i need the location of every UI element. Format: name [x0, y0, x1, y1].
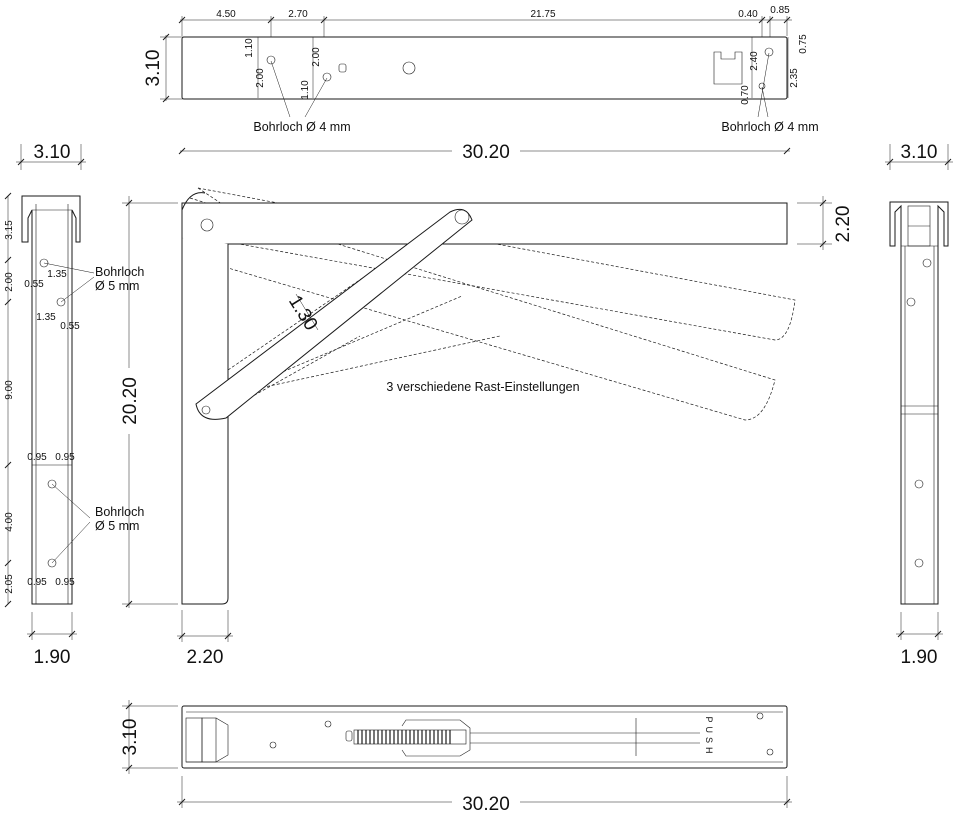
- dim-2-00-a: 2.00: [255, 68, 266, 88]
- dim-4-50: 4.50: [216, 9, 236, 20]
- bottom-outline: [181, 705, 788, 769]
- dim-2-35: 2.35: [789, 68, 800, 88]
- dim-1-35-a: 1.35: [47, 269, 67, 280]
- dim-0-95-b: 0.95: [55, 452, 75, 463]
- left-side-view: 3.10 3.15 2.00 9.00 4.00 2.05 1.35 0.55 …: [4, 142, 144, 668]
- dim-9-00: 9.00: [4, 380, 15, 400]
- slot: [338, 63, 347, 73]
- dim-0-95-c: 0.95: [27, 577, 47, 588]
- hole-center: [402, 61, 416, 75]
- pivot-top: [200, 218, 214, 232]
- dim-2-05: 2.05: [4, 574, 15, 594]
- label-bohrloch-4mm-right: Bohrloch Ø 4 mm: [721, 120, 818, 134]
- dim-3-15: 3.15: [4, 220, 15, 240]
- dim-2-70: 2.70: [288, 9, 308, 20]
- push-label: PUSH: [704, 716, 714, 757]
- dim-0-55-a: 0.55: [24, 279, 44, 290]
- dim-right-top-width: 3.10: [901, 142, 938, 163]
- label-bohrloch-5mm-1a: Bohrloch: [95, 265, 144, 279]
- dim-right-bottom-width: 1.90: [901, 647, 938, 668]
- dim-0-40: 0.40: [738, 9, 758, 20]
- dim-1-35-b: 1.35: [36, 312, 56, 323]
- latch-cutout: [713, 51, 743, 85]
- dim-left-top-width: 3.10: [34, 142, 71, 163]
- note-rast-einstellungen: 3 verschiedene Rast-Einstellungen: [386, 380, 579, 394]
- dim-0-95-d: 0.95: [55, 577, 75, 588]
- dim-bottom-height: 3.10: [120, 719, 141, 756]
- hole-right-2: [758, 82, 766, 90]
- dim-2-40: 2.40: [749, 51, 760, 71]
- dim-4-00: 4.00: [4, 512, 15, 532]
- alt-position-1: [197, 187, 796, 341]
- dim-top-height: 3.10: [143, 50, 164, 87]
- dim-bottom-width: 30.20: [462, 794, 510, 815]
- dim-0-75: 0.75: [798, 34, 809, 54]
- left-profile: [21, 195, 81, 605]
- dim-1-10-a: 1.10: [244, 38, 255, 58]
- dim-0-85: 0.85: [770, 5, 790, 16]
- top-view: 4.50 2.70 21.75 0.40 0.85 3.10 1.10 2.00…: [143, 5, 819, 163]
- top-outline: [181, 36, 788, 100]
- alt-position-2: [189, 197, 776, 421]
- dim-arm-height: 2.20: [833, 206, 854, 243]
- dim-0-55-b: 0.55: [60, 321, 80, 332]
- vertical-leg: [181, 238, 229, 605]
- front-view: 1.30 3 verschiedene Rast-Einstellungen 2…: [118, 187, 854, 668]
- dim-overall-width: 30.20: [462, 142, 510, 163]
- dim-left-bottom-width: 1.90: [34, 647, 71, 668]
- hole-left-2: [322, 72, 332, 82]
- dim-1-10-b: 1.10: [300, 80, 311, 100]
- dim-21-75: 21.75: [530, 9, 555, 20]
- dim-0-95-a: 0.95: [27, 452, 47, 463]
- shelf-arm: [181, 202, 788, 245]
- dim-leg-height: 20.20: [120, 377, 141, 425]
- right-side-view: 3.10 1.90: [885, 142, 953, 668]
- dim-2-00-b: 2.00: [311, 47, 322, 67]
- hole-left-1: [266, 55, 276, 65]
- strut: [195, 208, 473, 420]
- label-bohrloch-5mm-2b: Ø 5 mm: [95, 519, 139, 533]
- dim-2-00: 2.00: [4, 272, 15, 292]
- bottom-view: PUSH 3.10 30.20: [120, 700, 792, 815]
- label-bohrloch-5mm-2a: Bohrloch: [95, 505, 144, 519]
- hole-right-1: [764, 47, 774, 57]
- dim-0-70: 0.70: [740, 85, 751, 105]
- label-bohrloch-5mm-1b: Ø 5 mm: [95, 279, 139, 293]
- label-bohrloch-4mm-left: Bohrloch Ø 4 mm: [253, 120, 350, 134]
- dim-leg-width: 2.20: [187, 647, 224, 668]
- right-profile: [889, 201, 949, 605]
